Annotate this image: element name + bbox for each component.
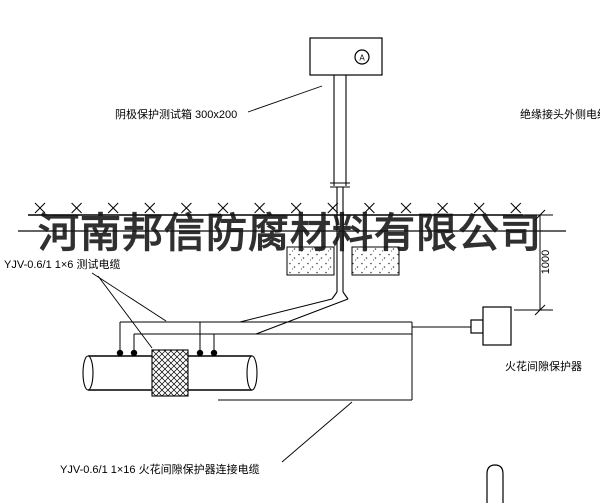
protector-body	[482, 306, 512, 346]
insulating-joint	[151, 349, 189, 397]
pipe-end-right	[246, 355, 258, 391]
edge-symbol	[486, 464, 504, 503]
weld-dot-2	[130, 349, 138, 357]
concrete-block-right	[351, 246, 400, 276]
dimension-value: 1000	[540, 250, 552, 274]
leader-test-cable-1	[91, 272, 167, 322]
label-test-box: 阴极保护测试箱 300x200	[115, 107, 237, 121]
leader-lines	[91, 85, 353, 463]
label-insulated-joint-cable: 绝缘接头外侧电缆	[520, 107, 600, 121]
weld-dot-1	[116, 349, 124, 357]
edge-symbol-path	[486, 464, 504, 503]
weld-dot-3	[196, 349, 204, 357]
watermark-group: 河南邦信防腐材料有限公司	[18, 210, 566, 256]
watermark-text: 河南邦信防腐材料有限公司	[38, 210, 542, 256]
spark-gap-protector-device	[470, 306, 512, 346]
cable-connection-dots	[116, 349, 218, 357]
pipe-end-left	[82, 355, 94, 391]
concrete-blocks	[286, 246, 400, 276]
meter-symbol-letter: A	[359, 54, 365, 63]
leader-spark-cable	[281, 401, 353, 463]
weld-dot-4	[210, 349, 218, 357]
cable-diagonal-b	[255, 298, 349, 335]
leader-test-cable-2	[97, 275, 153, 349]
pipeline-group	[82, 349, 258, 397]
cable-flare-right	[342, 291, 349, 300]
label-spark-gap-protector: 火花间隙保护器	[505, 359, 582, 373]
cable-flare-left	[331, 291, 338, 300]
label-spark-gap-cable: YJV-0.6/1 1×16 火花间隙保护器连接电缆	[60, 462, 260, 476]
test-box	[309, 37, 383, 76]
test-box-group: A	[309, 37, 383, 76]
leader-test-box	[247, 85, 323, 113]
soil-hatch-marks	[34, 202, 522, 214]
cable-diagonal-a	[239, 298, 333, 323]
dim-tick-top	[534, 209, 546, 221]
conduit-group	[330, 75, 350, 300]
ground-line-group	[28, 202, 523, 216]
meter-symbol-circle	[354, 49, 370, 65]
label-test-cable: YJV-0.6/1 1×6 测试电缆	[4, 258, 120, 271]
protector-collar	[470, 319, 484, 334]
cable-runs	[119, 298, 471, 401]
dim-tick-bottom	[534, 304, 546, 316]
concrete-block-left	[286, 246, 335, 276]
